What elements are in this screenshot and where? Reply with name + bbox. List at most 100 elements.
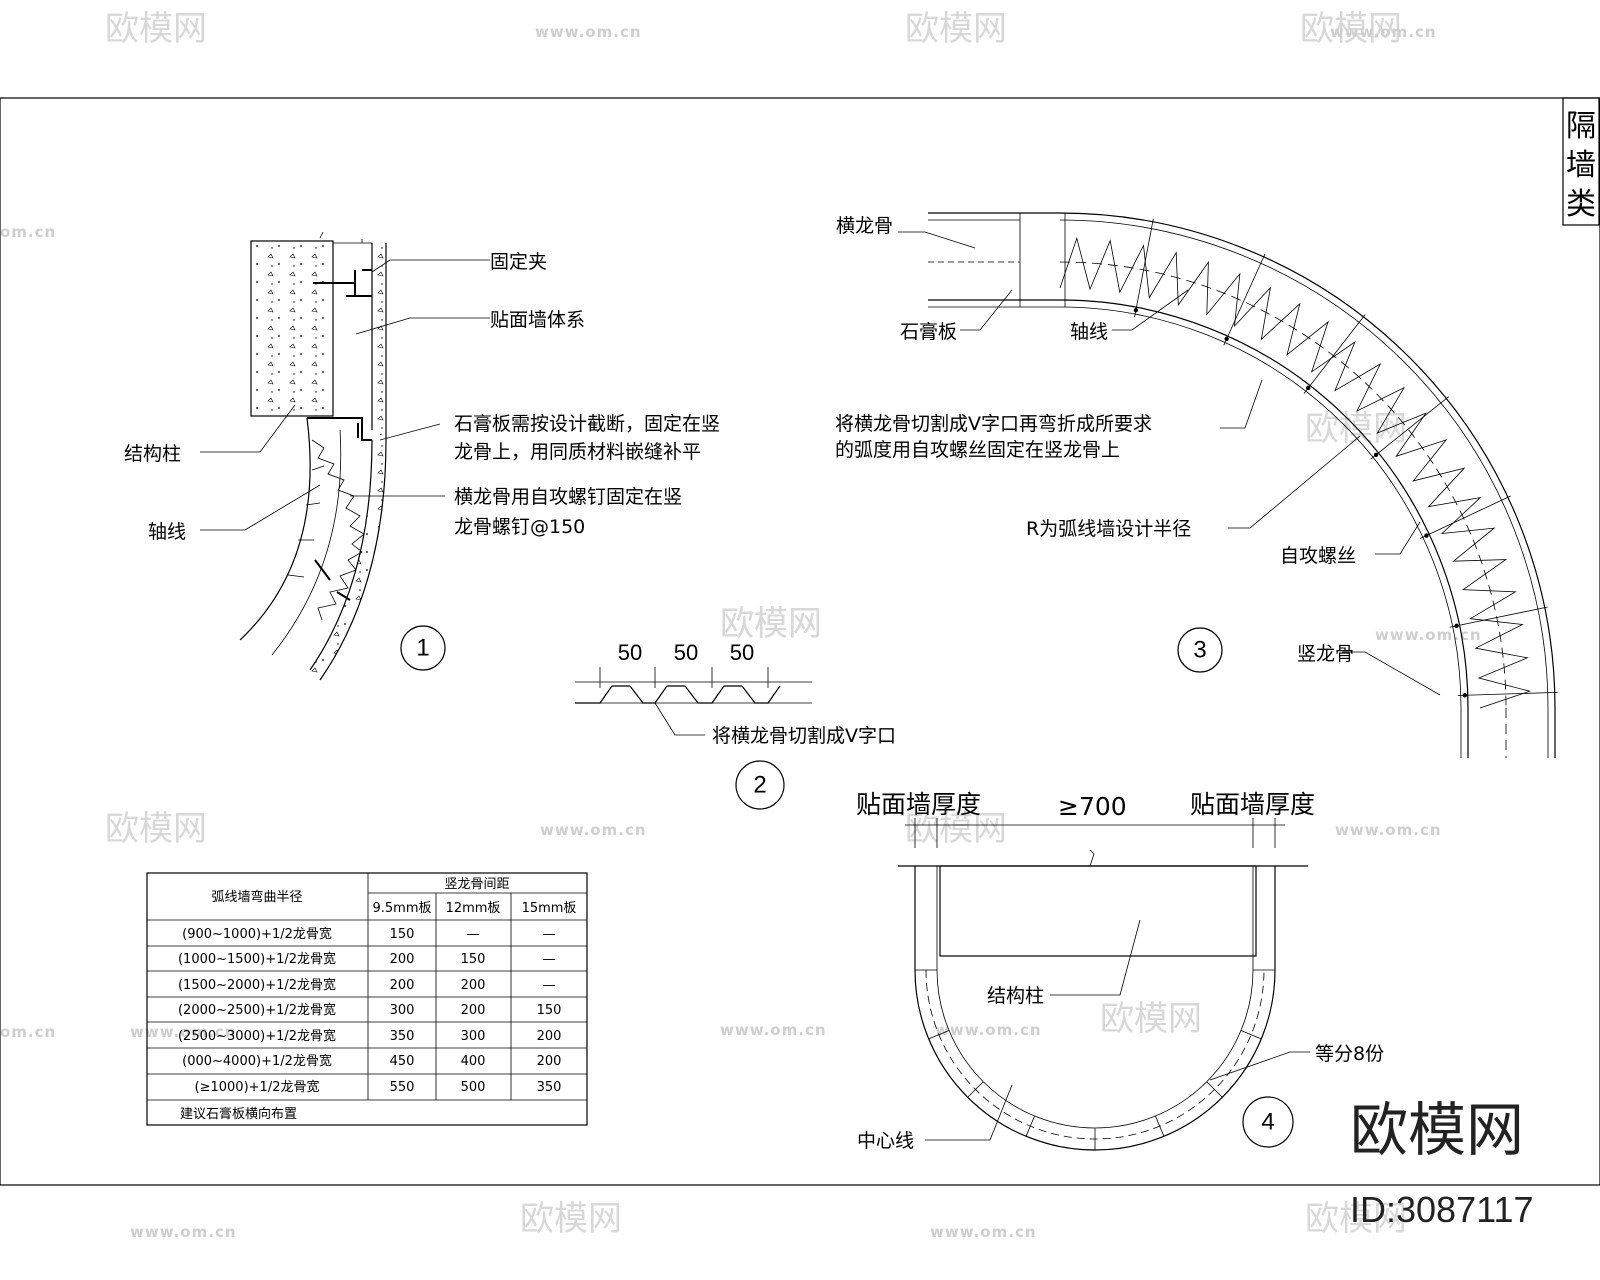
watermark-logo: 欧模网 [1100,999,1202,1039]
spacing-table: 弧线墙弯曲半径 竖龙骨间距 9.5mm板 12mm板 15mm板 (900~10… [146,872,588,1126]
watermark-logo: 欧模网 [520,1199,622,1239]
label-screw: 自攻螺丝 [1280,545,1356,567]
detail-2: 50 50 50 将横龙骨切割成V字口 2 [575,640,896,810]
side-tab-char-2: 墙 [1566,148,1596,183]
label-axis-1: 轴线 [148,521,186,543]
label-column-1: 结构柱 [124,443,181,465]
label-cut-note-2: 的弧度用自攻螺丝固定在竖龙骨上 [835,439,1120,461]
division-tick [1025,1115,1035,1137]
side-tab-char-1: 隔 [1566,109,1596,144]
table-cell: (1500~2000)+1/2龙骨宽 [178,977,336,993]
watermark-logo: 欧模网 [1305,409,1407,449]
watermark-url: www.om.cn [1330,23,1437,41]
side-tab-box [1562,97,1600,226]
table-cell: 150 [461,952,486,967]
label-min-gap: ≥700 [1058,792,1127,821]
table-cell: 450 [390,1054,415,1069]
watermark-logo: 欧模网 [905,809,1007,849]
table-header-spacing: 竖龙骨间距 [444,877,509,892]
column-section [939,865,1257,957]
label-axis-3: 轴线 [1070,321,1108,343]
table-cell: 200 [537,1054,562,1069]
table-cell: 200 [461,978,486,993]
watermark-url-short: om.cn [0,223,56,241]
detail-4-marker [1242,1096,1294,1148]
label-column-4: 结构柱 [987,985,1044,1007]
table-subheader-1: 9.5mm板 [372,901,431,916]
label-gypsum-note-2: 龙骨上，用同质材料嵌缝补平 [454,441,701,463]
table-cell: 200 [390,978,415,993]
watermark-logo: 欧模网 [720,604,822,644]
table-cell: (000~4000)+1/2龙骨宽 [182,1053,332,1069]
curved-wall-inner [239,417,311,641]
brand-id: ID:3087117 [1350,1189,1533,1230]
table-subheader-3: 15mm板 [522,901,577,916]
table-cell: 350 [537,1080,562,1095]
watermark-url: www.om.cn [535,23,642,41]
table-cell: 300 [390,1003,415,1018]
division-tick [1206,1081,1223,1098]
screw-dot [1424,533,1429,538]
screw-dot [1133,307,1139,313]
label-runner-note-2: 龙骨螺钉@150 [454,516,585,538]
table-cell: 350 [390,1029,415,1044]
watermark-logo: 欧模网 [105,809,207,849]
label-runner-3: 横龙骨 [836,215,893,237]
stud-line [1303,314,1366,394]
label-runner-note-1: 横龙骨用自攻螺钉固定在竖 [454,486,682,508]
screw-dot [1306,385,1311,391]
table-cell: 400 [461,1054,486,1069]
table-cell: — [543,978,556,993]
label-cladding-system: 贴面墙体系 [490,309,585,331]
table-cell: 200 [390,952,415,967]
detail-3-number: 3 [1193,637,1206,664]
watermark-url: www.om.cn [935,1021,1042,1039]
dim-3: 50 [730,640,754,665]
table-header-radius: 弧线墙弯曲半径 [211,889,302,905]
stud-line [1370,396,1449,460]
watermark-url: www.om.cn [930,1223,1037,1241]
sheet-border [0,97,1600,1186]
label-v-notch: 将横龙骨切割成V字口 [712,725,896,747]
label-thickness-left: 贴面墙厚度 [856,790,981,819]
watermark-url: www.om.cn [130,1023,237,1041]
stud-line [1419,495,1511,539]
label-radius: R为弧线墙设计半径 [1026,518,1191,540]
label-cut-note-1: 将横龙骨切割成V字口再弯折成所要求 [835,413,1152,435]
watermark-logo: 欧模网 [1300,9,1402,49]
table-subheader-2: 12mm板 [446,901,501,916]
watermark-url: www.om.cn [1375,626,1482,644]
stud-line [1223,253,1266,346]
label-gypsum-note-1: 石膏板需按设计截断，固定在竖 [454,412,720,435]
label-divide-8: 等分8份 [1315,1043,1384,1065]
label-centerline: 中心线 [857,1130,914,1152]
label-clip: 固定夹 [490,251,547,273]
table-cell: 300 [461,1029,486,1044]
detail-1-marker [400,625,446,671]
detail-4: 贴面墙厚度 ≥700 贴面墙厚度 结构柱 等分8份 中心线 4 [856,790,1384,1152]
dim-2: 50 [674,640,698,665]
watermark-logo: 欧模网 [720,604,822,644]
detail-3: 横龙骨 石膏板 轴线 将横龙骨切割成V字口再弯折成所要求 的弧度用自攻螺丝固定在… [835,212,1558,758]
division-tick [967,1081,984,1098]
dim-1: 50 [618,640,642,665]
detail-1: 固定夹 贴面墙体系 石膏板需按设计截断，固定在竖 龙骨上，用同质材料嵌缝补平 结… [124,231,720,681]
watermark-url: www.om.cn [540,821,647,839]
table-cell: (2500~3000)+1/2龙骨宽 [178,1028,336,1044]
table-cell: 150 [537,1003,562,1018]
stud-line [1134,218,1154,318]
screw-dot [1373,452,1379,457]
side-tab-char-3: 类 [1566,187,1596,222]
table-cell: (2000~2500)+1/2龙骨宽 [178,1002,336,1018]
watermark-url: www.om.cn [130,1223,237,1241]
screw-dot [1462,693,1468,698]
detail-2-number: 2 [753,772,766,799]
detail-3-marker [1177,627,1223,673]
table-cell: 200 [461,1003,486,1018]
stud-line [1457,691,1558,696]
stud-line [1449,606,1548,628]
table-cell: 200 [537,1029,562,1044]
table-cell: — [543,927,556,942]
detail-2-marker [735,760,785,810]
